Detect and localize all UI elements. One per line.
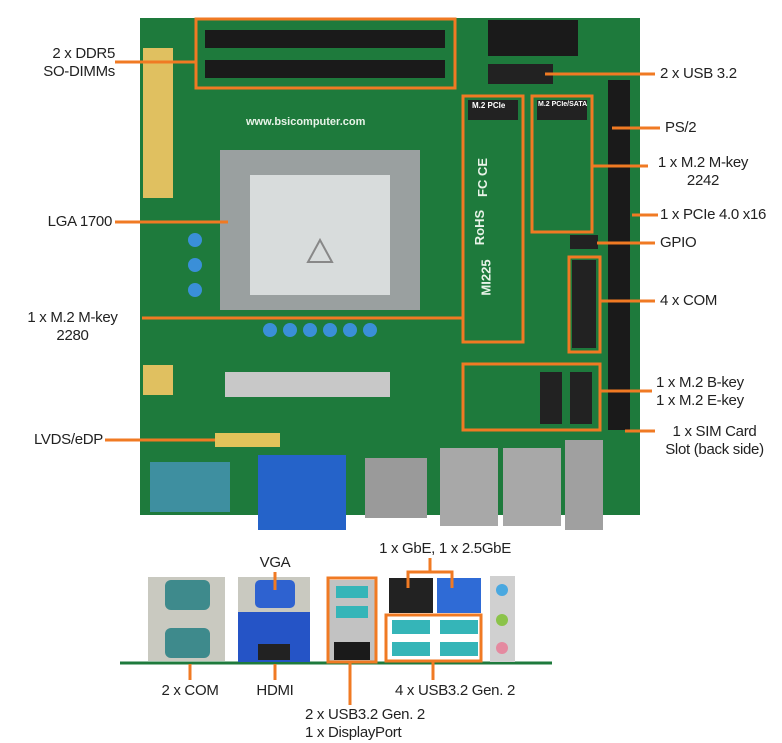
atx-power-connector [143, 48, 173, 198]
m2-slot-2242 [537, 100, 587, 120]
label-lga: LGA 1700 [47, 213, 113, 230]
label-m2-be-key: 1 x M.2 B-key 1 x M.2 E-key [656, 374, 744, 410]
label-m2-2242-line2: 2242 [686, 172, 720, 189]
io-usb-b1 [392, 620, 430, 634]
usb-header [488, 64, 553, 84]
cpu-socket-cover [250, 175, 390, 295]
usb-dp-box [326, 576, 378, 664]
label-usb-dp-line1: 2 x USB3.2 Gen. 2 [305, 706, 425, 723]
label-sim-line2: Slot (back side) [665, 441, 764, 458]
ddr5-box [194, 17, 457, 90]
board-lan-2 [440, 448, 498, 526]
label-usb32: 2 x USB 3.2 [660, 65, 737, 82]
label-vga: VGA [259, 554, 291, 571]
callout-lines [105, 17, 660, 705]
label-usb-dp-line2: 1 x DisplayPort [305, 724, 402, 741]
io-vga [255, 580, 295, 608]
silk-m2-pcie: M.2 PCIe [472, 101, 506, 110]
io-com-1 [165, 580, 210, 610]
label-lvds: LVDS/eDP [33, 431, 103, 448]
label-com2: 2 x COM [161, 682, 219, 699]
silk-fcc-ce: FC CE [475, 158, 490, 197]
io-usb-b4 [440, 642, 478, 656]
io-lan-2 [437, 578, 481, 613]
power-connector-small [143, 365, 173, 395]
board-lan-3 [503, 448, 561, 526]
label-usb-dp: 2 x USB3.2 Gen. 2 1 x DisplayPort [305, 706, 425, 742]
label-m2-2280-line2: 2280 [56, 327, 89, 344]
m2-slot-ekey [570, 372, 592, 424]
pcie-slot [608, 80, 630, 430]
label-hdmi: HDMI [256, 682, 294, 699]
silk-m2-pcie-sata: M.2 PCIe/SATA [538, 101, 588, 108]
dimm-slot-1 [205, 30, 445, 48]
dimm-slot-2 [205, 60, 445, 78]
silk-website: www.bsicomputer.com [246, 116, 366, 128]
io-displayport [334, 642, 370, 660]
label-ddr5-line1: 2 x DDR5 [52, 45, 115, 62]
audio-jack-green [496, 614, 508, 626]
label-m2-2280: 1 x M.2 M-key 2280 [5, 309, 140, 345]
io-usb-b2 [392, 642, 430, 656]
m2-slot-bkey [540, 372, 562, 424]
io-usb-a2 [336, 606, 368, 618]
audio-jack-blue [496, 584, 508, 596]
board-vga-port [258, 455, 346, 530]
m2-be-key-box [461, 362, 602, 432]
m2-2242-box [530, 94, 594, 234]
label-usb4: 4 x USB3.2 Gen. 2 [395, 682, 515, 699]
com-headers [572, 260, 596, 348]
gpio-header [570, 235, 598, 249]
label-sim-line1: 1 x SIM Card [672, 423, 757, 440]
label-ddr5: 2 x DDR5 SO-DIMMs [20, 45, 115, 81]
label-m2-2242-line1: 1 x M.2 M-key [657, 154, 749, 171]
board-com-port [150, 462, 230, 512]
label-lan: 1 x GbE, 1 x 2.5GbE [379, 540, 511, 557]
board-lan-1 [365, 458, 427, 518]
io-usb-b3 [440, 620, 478, 634]
m2-2280-box [461, 94, 525, 344]
sata-connectors [488, 20, 578, 56]
label-ddr5-line2: SO-DIMMs [43, 63, 115, 80]
m2-slot-2280 [468, 100, 518, 120]
audio-jack-pink [496, 642, 508, 654]
label-ps2: PS/2 [665, 119, 697, 136]
capacitors [188, 233, 377, 337]
label-m2-2280-line1: 1 x M.2 M-key [27, 309, 118, 326]
label-bkey: 1 x M.2 B-key [656, 374, 744, 391]
label-com4: 4 x COM [660, 292, 718, 309]
io-usb-a1 [336, 586, 368, 598]
warning-triangle-icon [306, 237, 334, 263]
heatsink [225, 372, 390, 397]
io-hdmi [258, 644, 290, 660]
label-ekey: 1 x M.2 E-key [656, 392, 744, 409]
io-com-2 [165, 628, 210, 658]
io-lan-1 [389, 578, 433, 613]
label-pcie: 1 x PCIe 4.0 x16 [660, 206, 767, 223]
board-audio [565, 440, 603, 530]
label-m2-2242: 1 x M.2 M-key 2242 [648, 154, 758, 190]
silk-rohs: RoHS [472, 209, 488, 246]
com4-box [567, 255, 602, 354]
usb4-box [384, 613, 483, 663]
label-gpio: GPIO [660, 234, 697, 251]
label-sim: 1 x SIM Card Slot (back side) [652, 423, 777, 459]
lvds-connector [215, 433, 280, 447]
silk-model: MI225 [478, 259, 494, 296]
